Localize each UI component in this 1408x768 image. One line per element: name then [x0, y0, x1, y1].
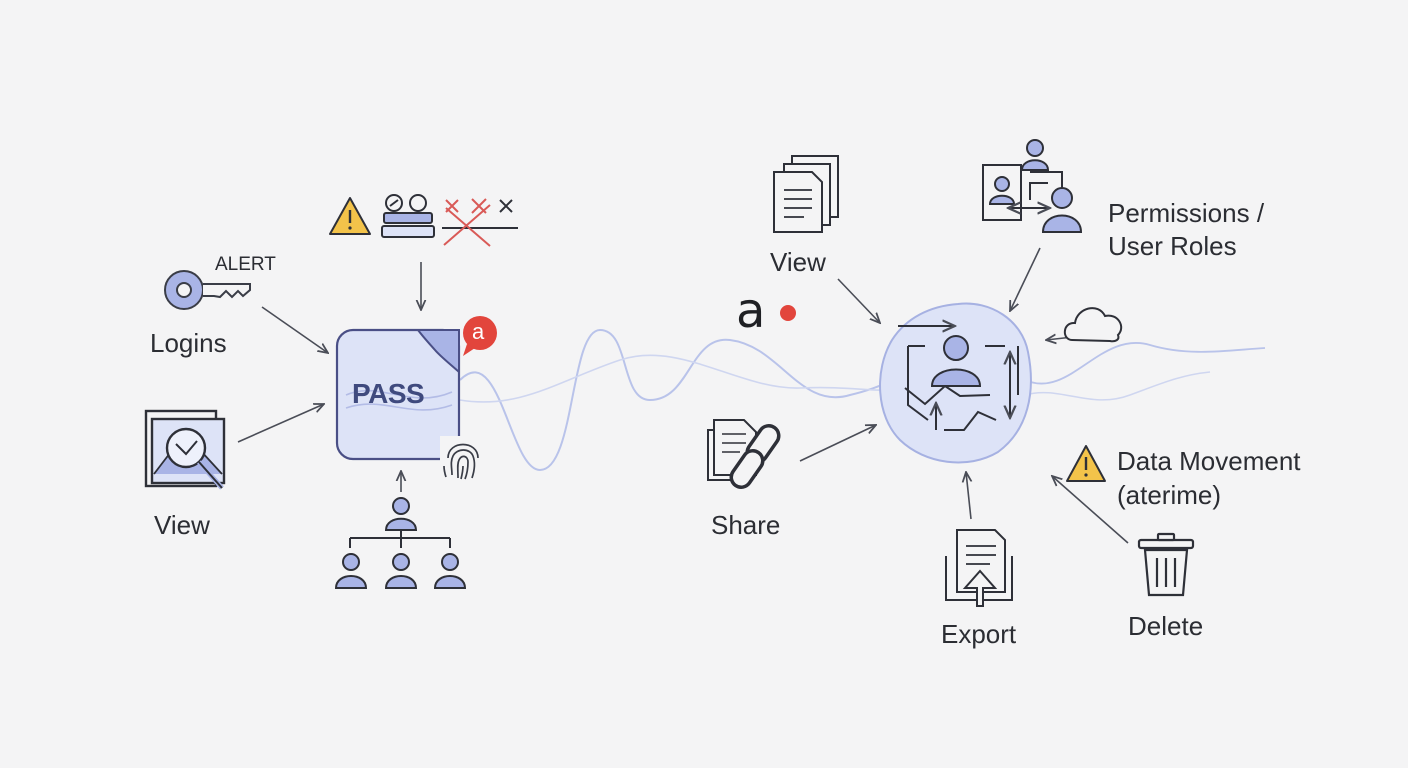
view-right-label: View [770, 247, 826, 277]
warning-icon-right [1066, 445, 1106, 482]
warning-icon [329, 197, 371, 235]
image-search-icon [144, 409, 226, 490]
signal-wave [459, 328, 1266, 472]
org-chart-icon [334, 497, 467, 589]
pass-label: PASS [352, 378, 425, 409]
export-icon [945, 529, 1013, 607]
view-left-label: View [154, 510, 210, 540]
alert-label: ALERT [215, 254, 276, 275]
brand-mark: a [736, 283, 766, 339]
logins-label: Logins [150, 328, 227, 358]
data-movement-sub-label: (aterime) [1117, 480, 1222, 510]
brand-dot [780, 305, 796, 321]
export-label: Export [941, 619, 1017, 649]
delete-label: Delete [1128, 611, 1204, 641]
user-roles-icon [982, 139, 1083, 233]
user-roles-label: User Roles [1108, 231, 1237, 261]
permissions-label: Permissions / [1108, 198, 1265, 228]
data-movement-label: Data Movement [1117, 446, 1301, 476]
alert-badge[interactable] [463, 316, 497, 356]
pass-card[interactable] [335, 328, 461, 461]
cloud-icon [1063, 307, 1123, 343]
share-link-icon [707, 419, 781, 489]
dashboard-icon [381, 194, 435, 238]
share-label: Share [711, 510, 781, 540]
user-hub-icon [898, 326, 1019, 431]
documents-icon [773, 155, 839, 233]
user-hub[interactable] [879, 302, 1032, 464]
trash-icon [1137, 532, 1195, 597]
x-marks-icon [442, 198, 518, 247]
key-icon [164, 270, 251, 310]
alert-badge-letter: a [472, 319, 485, 344]
fingerprint-icon [440, 436, 484, 484]
connector-arrows [237, 247, 1129, 544]
